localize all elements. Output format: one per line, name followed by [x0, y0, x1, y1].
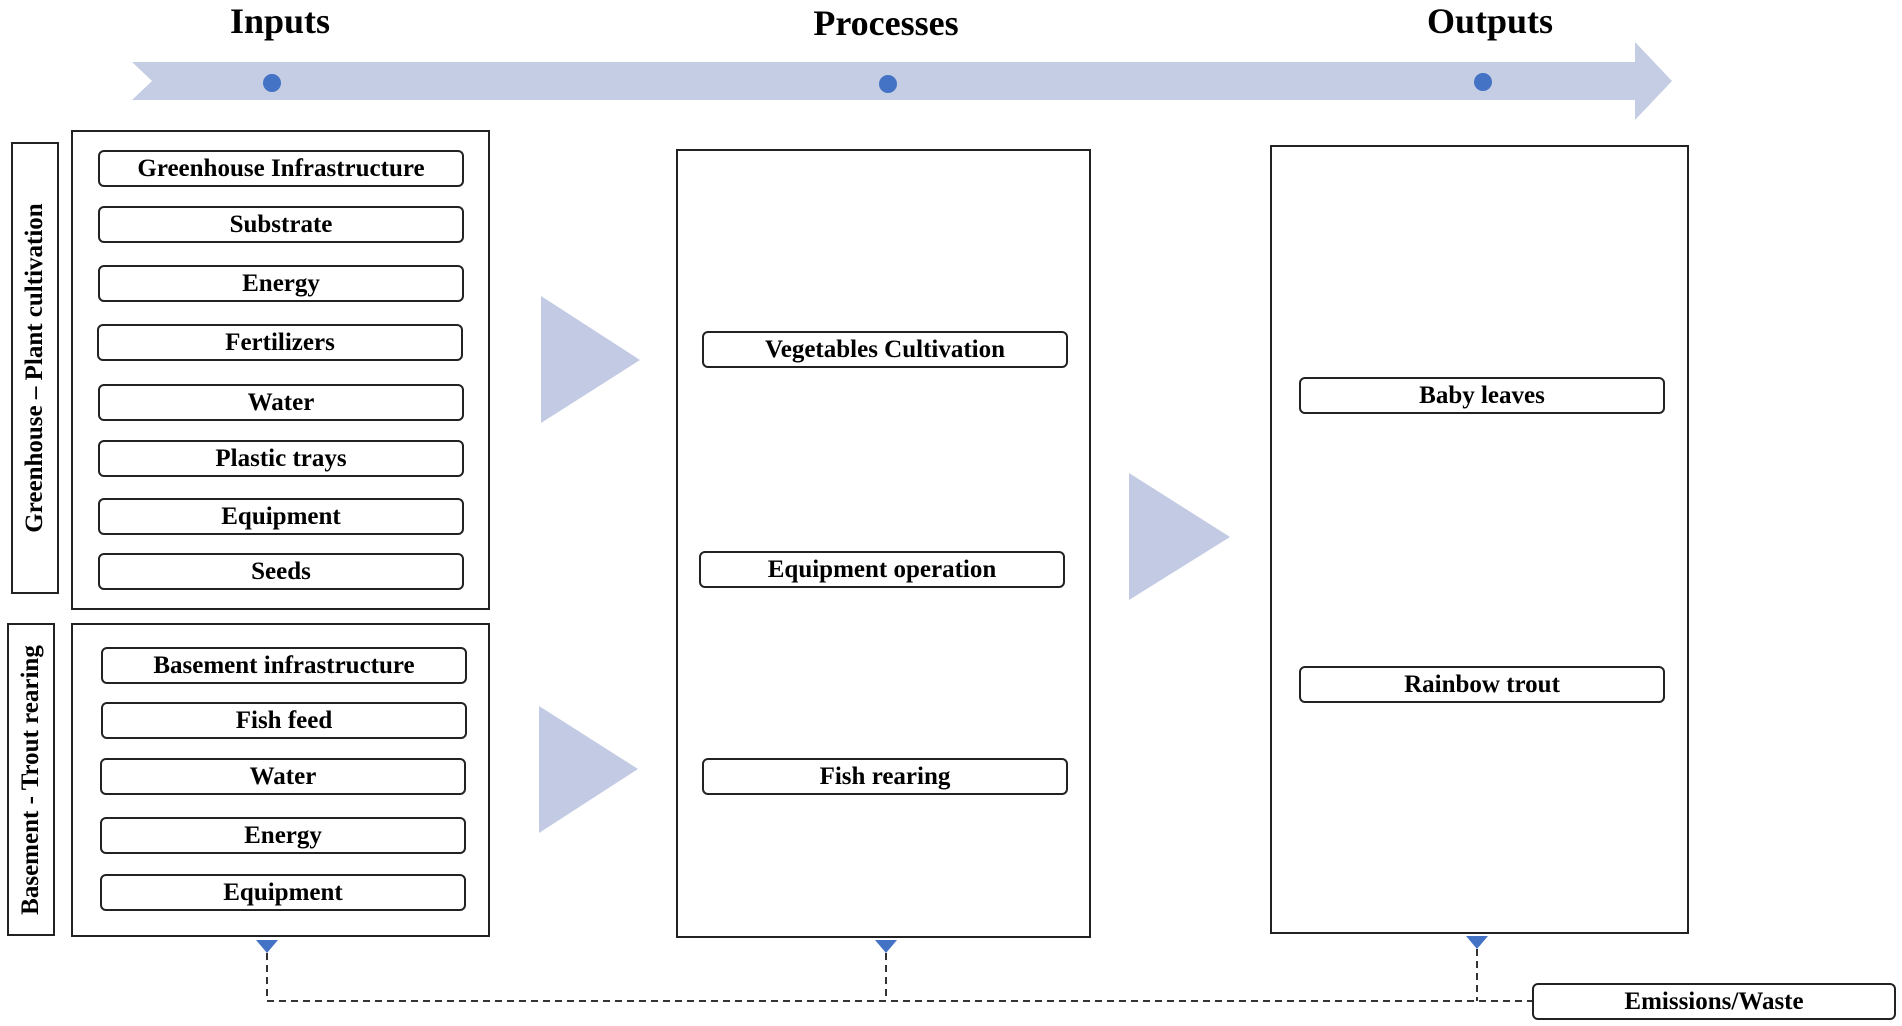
processes-panel: Vegetables Cultivation Equipment operati…: [676, 149, 1091, 938]
outputs-dot: [1474, 73, 1492, 91]
outputs-emission-marker: [1466, 936, 1488, 949]
input-fertilizers: Fertilizers: [97, 324, 463, 361]
process-equipment-operation: Equipment operation: [699, 551, 1065, 588]
input-water: Water: [98, 384, 464, 421]
outputs-header: Outputs: [1426, 1, 1554, 41]
greenhouse-side-text: Greenhouse – Plant cultivation: [21, 203, 48, 533]
inputs-emission-marker: [256, 940, 278, 953]
process-to-output-arrow: [1129, 473, 1230, 600]
input-fish-feed: Fish feed: [101, 702, 467, 739]
timeline-arrow: [132, 42, 1672, 120]
input-seeds: Seeds: [98, 553, 464, 590]
input-plastic-trays: Plastic trays: [98, 440, 464, 477]
output-rainbow-trout: Rainbow trout: [1299, 666, 1665, 703]
greenhouse-to-process-arrow: [541, 296, 640, 423]
outputs-panel: Baby leaves Rainbow trout: [1270, 145, 1689, 934]
input-energy-basement: Energy: [100, 817, 466, 854]
input-water-basement: Water: [100, 758, 466, 795]
emissions-connector: [266, 949, 1533, 1002]
greenhouse-inputs-panel: Greenhouse Infrastructure Substrate Ener…: [71, 130, 490, 610]
greenhouse-side-label: Greenhouse – Plant cultivation: [11, 142, 59, 594]
basement-side-text: Basement - Trout rearing: [17, 644, 44, 915]
basement-inputs-panel: Basement infrastructure Fish feed Water …: [71, 623, 490, 937]
processes-emission-marker: [875, 940, 897, 953]
emissions-waste-box: Emissions/Waste: [1532, 983, 1896, 1020]
processes-dot: [879, 75, 897, 93]
processes-header: Processes: [813, 3, 959, 43]
inputs-header: Inputs: [229, 1, 331, 41]
basement-to-process-arrow: [539, 706, 638, 833]
input-basement-infrastructure: Basement infrastructure: [101, 647, 467, 684]
output-baby-leaves: Baby leaves: [1299, 377, 1665, 414]
process-fish-rearing: Fish rearing: [702, 758, 1068, 795]
input-equipment: Equipment: [98, 498, 464, 535]
inputs-dot: [263, 74, 281, 92]
process-vegetables-cultivation: Vegetables Cultivation: [702, 331, 1068, 368]
basement-side-label: Basement - Trout rearing: [7, 623, 55, 936]
input-substrate: Substrate: [98, 206, 464, 243]
input-equipment-basement: Equipment: [100, 874, 466, 911]
input-greenhouse-infrastructure: Greenhouse Infrastructure: [98, 150, 464, 187]
input-energy: Energy: [98, 265, 464, 302]
